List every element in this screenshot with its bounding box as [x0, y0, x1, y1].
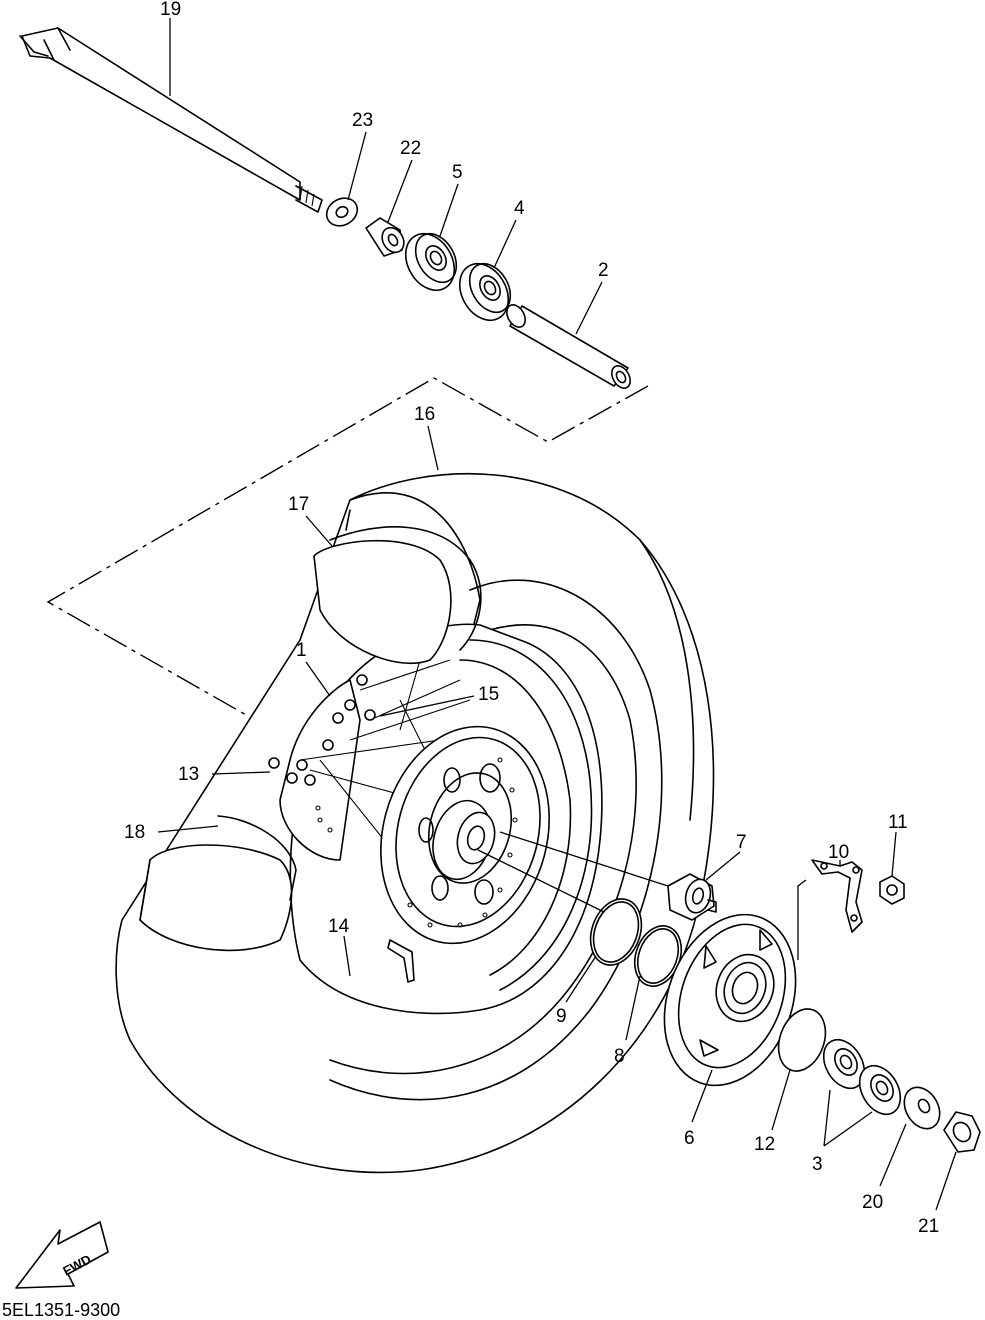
part-19-axle — [19, 27, 323, 213]
part-6-gear-unit — [663, 913, 797, 1087]
part-7-collar — [667, 873, 717, 921]
bracket-line-right — [797, 879, 807, 960]
part-20-washer — [903, 1086, 941, 1130]
callout-7: 7 — [736, 832, 747, 853]
callout-21: 21 — [918, 1216, 939, 1237]
callout-1: 1 — [296, 640, 307, 661]
callout-17: 17 — [288, 494, 309, 515]
leader-lines — [157, 18, 957, 1211]
part-2-spacer — [506, 304, 631, 389]
part-17-rim-band — [313, 509, 482, 665]
callout-18: 18 — [124, 822, 145, 843]
callout-22: 22 — [400, 138, 421, 159]
callout-23: 23 — [352, 110, 373, 131]
callout-13: 13 — [178, 764, 199, 785]
part-5-bearing — [404, 232, 458, 292]
callout-16: 16 — [414, 404, 435, 425]
part-23-washer — [325, 197, 359, 227]
fwd-arrow-icon: FWD — [15, 1221, 109, 1289]
callout-9: 9 — [556, 1006, 567, 1027]
part-9-o-ring — [589, 898, 643, 966]
part-11-nut — [879, 875, 905, 905]
axis-line-lower — [477, 849, 605, 913]
assembly-bracket — [46, 377, 649, 741]
part-21-nut — [943, 1111, 981, 1153]
callout-14: 14 — [328, 916, 350, 937]
callout-5: 5 — [452, 162, 463, 183]
part-10-clip — [811, 859, 863, 933]
part-22-collar — [365, 217, 405, 257]
callout-8: 8 — [614, 1046, 625, 1067]
diagram-code: 5EL1351-9300 — [2, 1300, 120, 1320]
part-12-o-ring — [777, 1008, 827, 1072]
part-3-bearings — [822, 1038, 902, 1116]
callout-15: 15 — [478, 684, 499, 705]
brake-disc — [315, 725, 550, 983]
callout-3: 3 — [812, 1154, 823, 1175]
part-4-bearing — [458, 262, 512, 322]
callout-20: 20 — [862, 1192, 883, 1213]
callout-11: 11 — [888, 812, 908, 833]
callout-4: 4 — [514, 198, 525, 219]
callout-6: 6 — [684, 1128, 695, 1149]
callout-12: 12 — [754, 1134, 775, 1155]
axis-line-upper — [499, 831, 669, 887]
callout-19: 19 — [160, 0, 181, 20]
callout-2: 2 — [598, 260, 609, 281]
callout-10: 10 — [828, 842, 849, 863]
part-18-rim-band — [139, 815, 297, 952]
